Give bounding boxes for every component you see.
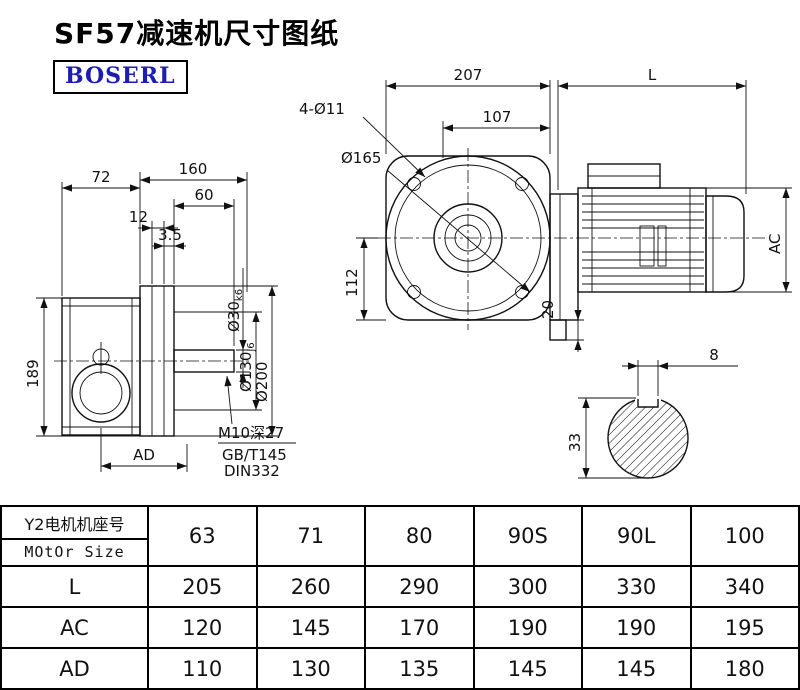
motor-size-col: 100 [689, 505, 800, 567]
table-row-L: L 205 260 290 300 330 340 [0, 565, 800, 608]
table-header-row: Y2电机机座号 MOtOr Size 63 71 80 90S 90L 100 [0, 505, 800, 567]
dim-33-label: 33 [566, 433, 584, 452]
motor-size-col: 63 [147, 505, 258, 567]
standard-gbt-label: GB/T145 [222, 446, 287, 464]
motor-size-col: 90S [472, 505, 583, 567]
table-cell: 145 [581, 647, 692, 690]
motor-size-col: 80 [364, 505, 475, 567]
adapter-lip [549, 319, 567, 341]
table-cell: 190 [472, 606, 583, 649]
shaft-section-view [607, 392, 689, 479]
dim-107-label: 107 [483, 108, 512, 126]
dim-189-label: 189 [24, 359, 42, 388]
dim-112-label: 112 [343, 268, 361, 297]
table-cell: 260 [255, 565, 366, 608]
dim-35-label: 3.5 [158, 226, 182, 244]
motor-view [549, 163, 745, 341]
table-cell: 190 [581, 606, 692, 649]
keyway-cutout [635, 392, 661, 407]
brand-logo: BOSERL [53, 60, 188, 94]
dim-20-label: 20 [539, 300, 557, 319]
table-cell: 195 [689, 606, 800, 649]
table-row-AD: AD 110 130 135 145 145 180 [0, 647, 800, 690]
row-label: AD [0, 647, 149, 690]
motor-size-col: 90L [581, 505, 692, 567]
table-cell: 110 [147, 647, 258, 690]
dim-AC-label: AC [766, 234, 784, 254]
tap-hole-note: M10深27 [218, 424, 284, 442]
motor-rib [657, 225, 667, 267]
dim-AD-label: AD [133, 446, 155, 464]
dim-8-label: 8 [709, 346, 719, 364]
page-title: SF57减速机尺寸图纸 [54, 17, 340, 50]
dim-160-label: 160 [179, 160, 208, 178]
leader-diameter-165 [386, 169, 531, 293]
table-cell: 145 [472, 647, 583, 690]
table-cell: 300 [472, 565, 583, 608]
table-cell: 120 [147, 606, 258, 649]
table-cell: 135 [364, 647, 475, 690]
shaft-section-circle [607, 397, 689, 479]
table-header-en: MOtOr Size [24, 543, 125, 561]
dim-207-label: 207 [454, 66, 483, 84]
table-cell: 180 [689, 647, 800, 690]
table-cell: 170 [364, 606, 475, 649]
bolt-hole [407, 285, 421, 299]
worm-housing-bore [79, 371, 123, 415]
table-header-cn: Y2电机机座号 [2, 507, 147, 540]
table-cell: 340 [689, 565, 800, 608]
dim-L-label: L [648, 66, 657, 84]
motor-nameplate [639, 225, 655, 267]
fan-cover [705, 195, 745, 293]
extension-lines [356, 80, 792, 341]
dim-60-label: 60 [194, 186, 213, 204]
front-view-dimensions: 207 L 4-Ø11 107 Ø165 112 AC 20 [299, 66, 792, 352]
table-cell: 330 [581, 565, 692, 608]
bolt-holes-label: 4-Ø11 [299, 100, 345, 118]
motor-cooling-fins [582, 195, 704, 285]
table-cell: 145 [255, 606, 366, 649]
side-view-dimensions: 72 160 60 12 3.5 Ø30k6 Ø130j6 Ø200 189 A… [24, 160, 296, 480]
bolt-hole [407, 177, 421, 191]
side-view [54, 285, 250, 437]
table-row-AC: AC 120 145 170 190 190 195 [0, 606, 800, 649]
bolt-hole [515, 177, 529, 191]
motor-dimension-table: Y2电机机座号 MOtOr Size 63 71 80 90S 90L 100 … [0, 505, 800, 690]
dim-165-label: Ø165 [341, 149, 381, 167]
leader-tap-hole [224, 375, 233, 425]
shaft-section-dimensions: 33 8 [566, 346, 738, 479]
extension-lines [578, 360, 738, 479]
standard-din-label: DIN332 [224, 462, 280, 480]
leader-bolt-holes [362, 116, 426, 178]
table-cell: 290 [364, 565, 475, 608]
dim-72-label: 72 [91, 168, 110, 186]
worm-housing-circle [71, 363, 131, 423]
table-header-cell: Y2电机机座号 MOtOr Size [0, 505, 149, 567]
dim-flange-od-label: Ø200 [253, 362, 271, 402]
row-label: AC [0, 606, 149, 649]
dim-shaft-diameter-label: Ø30k6 [225, 289, 245, 332]
table-cell: 130 [255, 647, 366, 690]
technical-drawing: 207 L 4-Ø11 107 Ø165 112 AC 20 [24, 66, 792, 480]
front-view [378, 148, 768, 330]
row-label: L [0, 565, 149, 608]
dim-spigot-diameter-label: Ø130j6 [237, 342, 257, 392]
keyway-slot [637, 399, 659, 408]
motor-size-col: 71 [255, 505, 366, 567]
table-cell: 205 [147, 565, 258, 608]
dim-12-label: 12 [129, 208, 148, 226]
